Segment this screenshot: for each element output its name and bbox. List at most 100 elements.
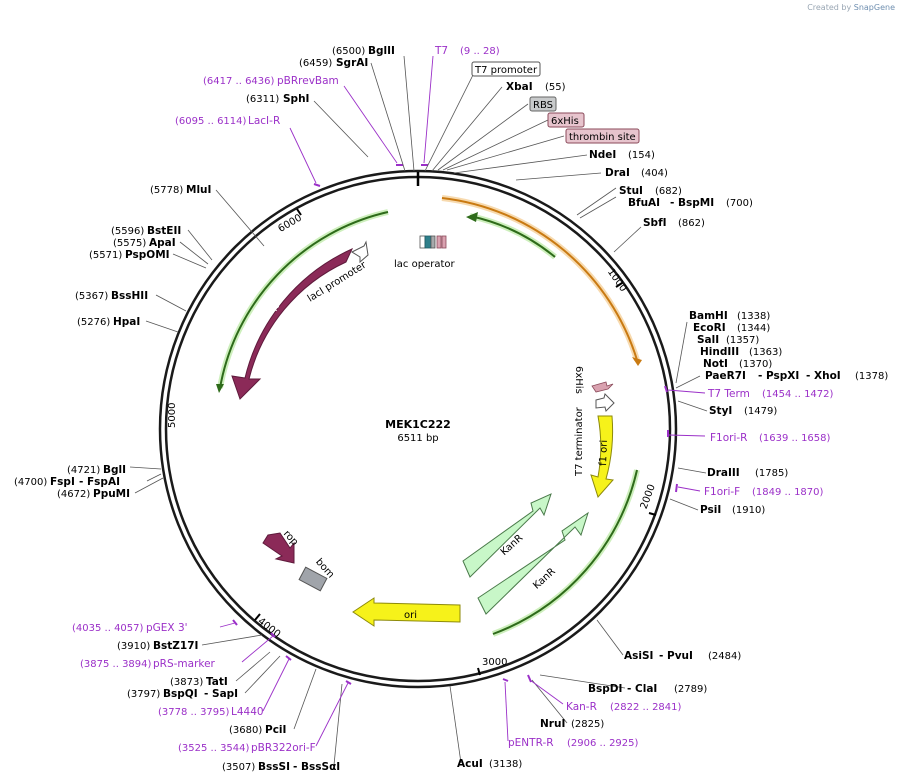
enzyme-sali-pos: (1357) <box>726 335 759 346</box>
enzyme-styi: StyI <box>709 405 732 417</box>
plasmid-name: MEK1C222 <box>385 418 451 431</box>
enzyme-paer7i-pos: (1378) <box>855 371 888 382</box>
enzyme-hpai-pos: (5276) <box>77 317 110 328</box>
enzyme-asisi-pos: (2484) <box>708 651 741 662</box>
tick-5000: 5000 <box>167 403 178 428</box>
enzyme-xbai-pos: (55) <box>545 82 566 93</box>
enzyme-fspai: - FspAI <box>79 476 120 488</box>
lac-operator-label: lac operator <box>394 259 455 270</box>
enzyme-ppumi: PpuMI <box>93 488 130 500</box>
enzyme-stui-pos: (682) <box>655 186 682 197</box>
enzyme-bsshii-pos: (5367) <box>75 291 108 302</box>
primer-pentr-r: pENTR-R <box>508 737 554 749</box>
kanr-feature-1 <box>462 493 552 578</box>
laci-feature <box>231 247 354 400</box>
enzyme-bsssi: BssSI <box>258 761 290 773</box>
enzyme-sphi-pos: (6311) <box>246 94 279 105</box>
enzyme-draiii-pos: (1785) <box>755 468 788 479</box>
enzyme-bgli: BglI <box>103 464 126 476</box>
primer-laci-r: LacI-R <box>248 115 280 127</box>
enzyme-pspomi-pos: (5571) <box>89 250 122 261</box>
orf-arrow-green-2-head <box>216 384 224 393</box>
f1-ori-feature <box>590 415 614 498</box>
orf-arc-orange-core <box>441 197 638 361</box>
rbs-box-label: RBS <box>533 100 553 111</box>
backbone-outer-ring <box>158 169 678 689</box>
laci-promoter-arrow <box>350 240 369 264</box>
enzyme-xbai: XbaI <box>506 81 533 93</box>
enzyme-hindiii-pos: (1363) <box>749 347 782 358</box>
enzyme-nrui: NruI <box>540 718 565 730</box>
sixxhis-feature <box>591 381 614 393</box>
primer-t7: T7 <box>434 45 448 57</box>
bom-feature <box>298 566 328 592</box>
enzyme-bspmi: - BspMI <box>670 197 714 209</box>
primer-f1ori-f-range: (1849 .. 1870) <box>752 487 824 498</box>
enzyme-acui: AcuI <box>457 758 483 770</box>
enzyme-mlui-pos: (5778) <box>150 185 183 196</box>
enzyme-bamhi-pos: (1338) <box>737 311 770 322</box>
enzyme-bstz17i-pos: (3910) <box>117 641 150 652</box>
primer-pbrrevbam: pBRrevBam <box>277 75 339 87</box>
primer-laci-r-range: (6095 .. 6114) <box>175 116 247 127</box>
t7-terminator-label: T7 terminator <box>574 406 585 477</box>
f1-ori-label: f1 ori <box>598 440 610 466</box>
enzyme-tati-pos: (3873) <box>170 677 203 688</box>
primer-prs-marker: pRS-marker <box>153 658 216 670</box>
sixxhis-box-label: 6xHis <box>551 116 579 127</box>
enzyme-fspi-pos: (4700) <box>14 477 47 488</box>
enzyme-sbfi: SbfI <box>643 217 667 229</box>
primer-t7-range: (9 .. 28) <box>460 46 500 57</box>
enzyme-bfuai-pos: (700) <box>726 198 753 209</box>
enzyme-tati: TatI <box>206 676 228 688</box>
primer-kan-r-range: (2822 .. 2841) <box>610 702 682 713</box>
enzyme-sgrai-pos: (6459) <box>299 58 332 69</box>
laci-label: lacI <box>267 290 287 313</box>
enzyme-bsshii: BssHII <box>111 290 148 302</box>
tick-4000: 4000 <box>255 616 282 640</box>
enzyme-apai: ApaI <box>149 237 176 249</box>
primer-pbrrevbam-range: (6417 .. 6436) <box>203 76 275 87</box>
enzyme-noti: NotI <box>703 358 728 370</box>
primer-kan-r: Kan-R <box>566 701 597 713</box>
enzyme-styi-pos: (1479) <box>744 406 777 417</box>
orf-arc-green-1-core <box>469 215 556 258</box>
primer-pbr322ori-f: pBR322ori-F <box>251 742 316 754</box>
enzyme-bglii-top-pos: (6500) <box>332 46 365 57</box>
enzyme-nrui-pos: (2825) <box>571 719 604 730</box>
tick-6000-mark <box>296 208 302 216</box>
orf-arc-green-3-core <box>492 469 638 635</box>
enzyme-clai: - ClaI <box>627 683 657 695</box>
enzyme-bfuai: BfuAI <box>628 197 660 209</box>
sixxhis-box <box>547 112 585 128</box>
t7-promoter-box-label: T7 promoter <box>474 65 538 76</box>
orf-arc-green-2-core <box>219 211 389 389</box>
tick-3000-mark <box>477 667 481 676</box>
primer-pgex3-range: (4035 .. 4057) <box>72 623 144 634</box>
enzyme-sbfi-pos: (862) <box>678 218 705 229</box>
tick-4000-mark <box>254 613 261 621</box>
enzyme-apai-pos: (5575) <box>113 238 146 249</box>
primer-pentr-r-range: (2906 .. 2925) <box>567 738 639 749</box>
enzyme-psii-pos: (1910) <box>732 505 765 516</box>
enzyme-paer7i: PaeR7I <box>705 370 746 382</box>
enzyme-noti-pos: (1370) <box>739 359 772 370</box>
lac-operator-cluster <box>419 235 447 249</box>
kanr-feature-2 <box>477 511 589 615</box>
primer-f1ori-f: F1ori-F <box>704 486 740 498</box>
enzyme-ndei: NdeI <box>589 149 616 161</box>
primer-pgex3: pGEX 3' <box>146 622 188 634</box>
leader-lines <box>129 55 708 766</box>
primer-f1ori-r-range: (1639 .. 1658) <box>759 433 831 444</box>
enzyme-stui: StuI <box>619 185 643 197</box>
primer-t7-term: T7 Term <box>707 388 750 400</box>
enzyme-sali: SalI <box>697 334 719 346</box>
primer-t7-term-range: (1454 .. 1472) <box>762 389 834 400</box>
enzyme-mlui: MluI <box>186 184 211 196</box>
enzyme-pcii: PciI <box>265 724 286 736</box>
tick-3000: 3000 <box>482 657 507 668</box>
tick-1000-mark <box>615 282 623 288</box>
primer-prs-marker-range: (3875 .. 3894) <box>80 659 152 670</box>
t7-terminator-arrow <box>595 393 615 412</box>
